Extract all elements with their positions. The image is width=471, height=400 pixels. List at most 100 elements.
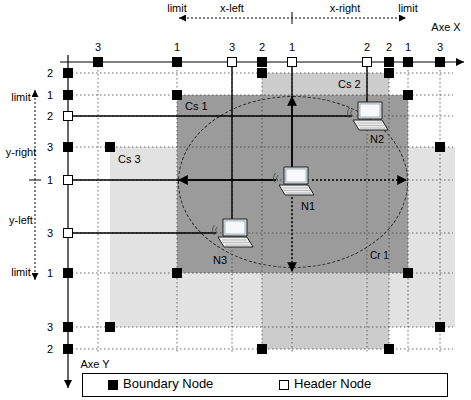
callout-number: 1	[404, 41, 412, 53]
grid-line	[68, 116, 453, 117]
label-holder: 1	[173, 41, 181, 53]
grid-line	[232, 62, 233, 353]
header-line	[291, 62, 292, 168]
callout-number: 1	[46, 174, 54, 186]
callout-number: 3	[436, 41, 444, 53]
boundary-node	[64, 323, 73, 332]
label-holder: 1	[288, 41, 296, 53]
laptop-node: N1	[271, 164, 320, 218]
header-node	[64, 229, 73, 238]
boundary-node	[173, 91, 182, 100]
boundary-node	[258, 69, 267, 78]
label-holder: N3	[213, 254, 227, 266]
laptop-keys	[357, 123, 385, 128]
boundary-node	[404, 269, 413, 278]
label-holder: limit	[166, 2, 188, 14]
label-holder: N1	[301, 200, 315, 212]
boundary-node	[106, 143, 115, 152]
callout-number: 3	[94, 41, 102, 53]
header-line	[231, 62, 232, 220]
label-holder: 1	[404, 41, 412, 53]
boundary-node	[94, 58, 103, 67]
boundary-node	[64, 91, 73, 100]
laptop-node: N3	[210, 216, 258, 270]
range-arrow	[312, 179, 407, 180]
boundary-node	[385, 69, 394, 78]
grid-line	[68, 233, 453, 234]
axis-label: limit	[10, 91, 32, 103]
axis-label: limit	[10, 266, 32, 278]
laptop-base	[218, 237, 253, 247]
range-arrow	[178, 179, 276, 180]
header-node	[64, 176, 73, 185]
range-arrow	[291, 96, 292, 168]
label-holder: 3	[436, 41, 444, 53]
boundary-node	[64, 269, 73, 278]
boundary-node	[258, 345, 267, 354]
label-holder: limit	[397, 2, 419, 14]
header-node	[363, 58, 372, 67]
legend-label: Header Node	[294, 376, 371, 391]
label-holder: y-right	[5, 146, 38, 158]
grid-line	[177, 62, 178, 353]
dimension-tick	[292, 12, 293, 24]
label-holder: Cs 1	[185, 100, 208, 112]
callout-number: 1	[173, 41, 181, 53]
label-holder: N2	[370, 133, 384, 145]
header-line	[68, 179, 276, 180]
boundary-node	[64, 345, 73, 354]
axis-label: x-right	[329, 2, 362, 14]
laptop-screen	[358, 102, 382, 119]
label-holder: 2	[385, 41, 393, 53]
grid-line	[98, 62, 99, 353]
label-holder: 2	[46, 343, 54, 355]
label-holder: 2	[46, 67, 54, 79]
header-line	[68, 115, 352, 116]
grid-line	[367, 62, 368, 353]
range-arrow	[291, 197, 292, 272]
label-holder: 1	[46, 89, 54, 101]
axis-y	[67, 55, 68, 388]
label-holder: Cr 1	[370, 249, 389, 261]
grid-lines	[68, 62, 453, 353]
callout-number: 2	[46, 343, 54, 355]
label-holder: 3	[228, 41, 236, 53]
laptop-display	[286, 169, 306, 182]
label-holder: 3	[46, 321, 54, 333]
axis-label: y-left	[8, 214, 34, 226]
label-holder: x-right	[329, 2, 362, 14]
node-label: N2	[370, 133, 384, 145]
callout-number: 1	[46, 267, 54, 279]
label-holder: 1	[46, 174, 54, 186]
legend-swatch	[279, 380, 289, 390]
label-holder: x-left	[219, 2, 245, 14]
label-holder: 1	[46, 267, 54, 279]
boundary-node	[106, 323, 115, 332]
node-label: Cs 3	[118, 153, 141, 165]
boundary-node	[385, 345, 394, 354]
header-line	[366, 62, 367, 104]
sensor-squares	[64, 58, 445, 354]
laptop-keys	[283, 188, 311, 193]
grid-line	[68, 273, 453, 274]
grid-line	[68, 147, 453, 148]
label-holder: Cs 2	[338, 78, 361, 90]
label-holder: 3	[94, 41, 102, 53]
laptop-screen	[223, 219, 247, 236]
header-node	[288, 58, 297, 67]
boundary-node	[404, 58, 413, 67]
callout-number: 3	[46, 141, 54, 153]
axis-label: limit	[397, 2, 419, 14]
grid-line	[262, 62, 263, 353]
laptop-display	[225, 221, 245, 234]
boundary-node	[404, 91, 413, 100]
callout-number: 2	[363, 41, 371, 53]
laptop-keys	[222, 240, 250, 245]
laptop-icon	[345, 99, 389, 133]
grid-line	[389, 62, 390, 353]
callout-number: 1	[46, 89, 54, 101]
legend-swatch	[108, 380, 118, 390]
laptop-display	[360, 104, 380, 117]
laptop-icon	[210, 216, 254, 250]
label-holder: 2	[258, 41, 266, 53]
